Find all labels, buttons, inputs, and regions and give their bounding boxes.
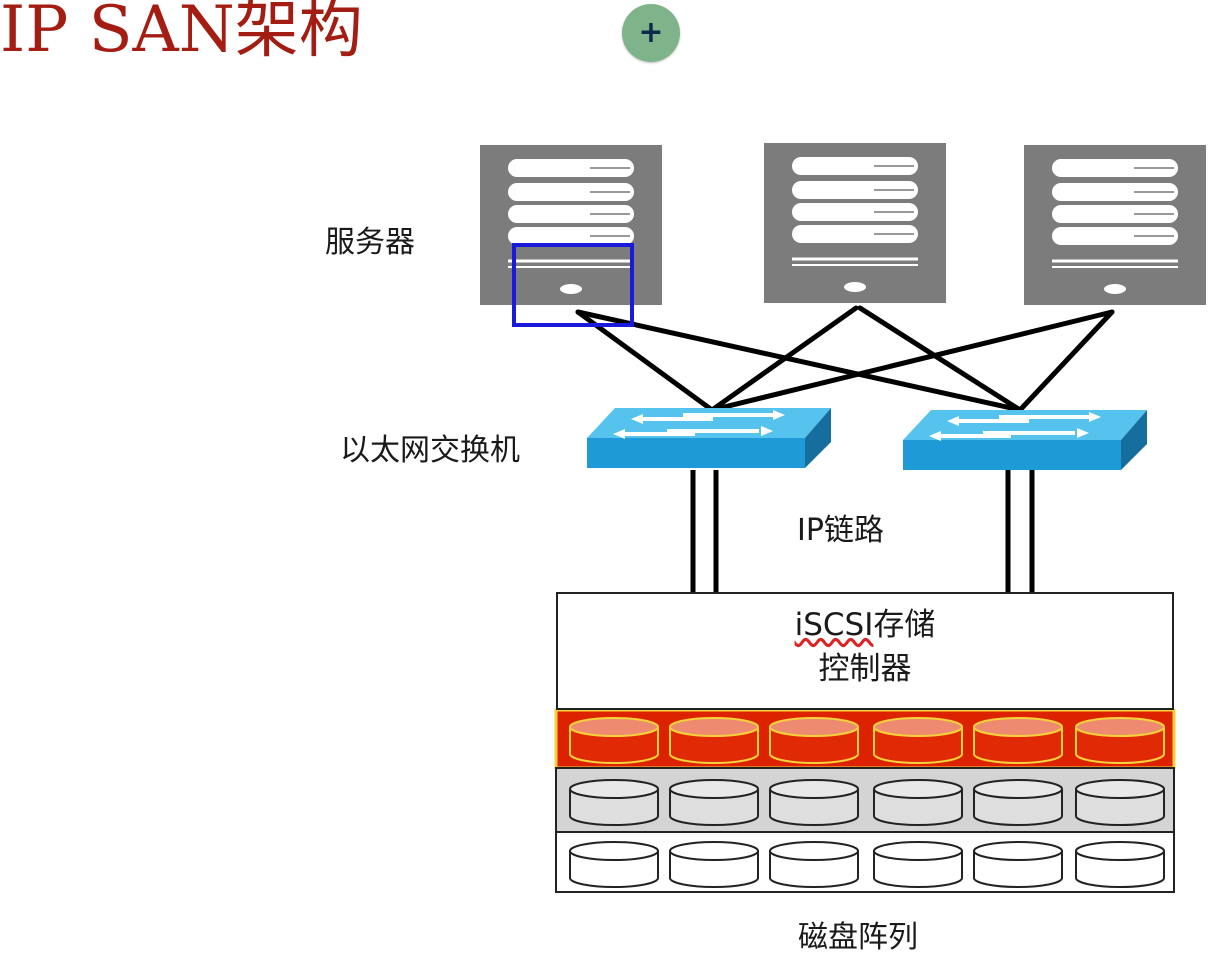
disk-cylinder-icon: [873, 841, 963, 888]
plus-icon: +: [638, 15, 664, 50]
link-server2-switch1: [709, 305, 859, 413]
title-text: IP SAN架构: [0, 0, 363, 67]
disk-cylinder-icon: [873, 779, 963, 826]
link-server2-switch2: [857, 305, 1023, 413]
disk-cylinder-icon: [669, 717, 759, 764]
server-icon: [1022, 143, 1208, 307]
server-icon: [762, 141, 948, 305]
disk-cylinder-icon: [973, 841, 1063, 888]
disk-cylinder-icon: [973, 779, 1063, 826]
add-button[interactable]: +: [622, 4, 680, 62]
disk-cylinder-icon: [1075, 841, 1165, 888]
disk-array-label: 磁盘阵列: [798, 920, 918, 955]
server-icon: [478, 143, 664, 307]
disk-cylinder-icon: [769, 779, 859, 826]
link-server3-switch2: [1017, 309, 1115, 413]
disk-cylinder-icon: [669, 779, 759, 826]
disk-cylinder-icon: [973, 717, 1063, 764]
link-server1-switch1: [575, 309, 715, 413]
disk-cylinder-icon: [569, 717, 659, 764]
controller-name: iSCSI: [794, 607, 874, 643]
disk-cylinder-icon: [569, 841, 659, 888]
network-switch-icon: [901, 408, 1149, 472]
controller-line1: iSCSI存储: [556, 603, 1174, 647]
iscsi-controller-label: iSCSI存储 控制器: [556, 603, 1174, 691]
link-server3-switch1: [709, 309, 1115, 413]
disk-shelf-active: [554, 708, 1176, 770]
switches-label: 以太网交换机: [340, 433, 520, 468]
disk-cylinder-icon: [1075, 779, 1165, 826]
page-title: IP SAN架构: [0, 0, 363, 68]
servers-label: 服务器: [325, 225, 415, 260]
ip-link-label: IP链路: [797, 513, 884, 548]
disk-cylinder-icon: [669, 841, 759, 888]
disk-cylinder-icon: [769, 717, 859, 764]
disk-shelf-gray: [555, 767, 1175, 833]
controller-suffix: 存储: [873, 607, 936, 643]
disk-cylinder-icon: [569, 779, 659, 826]
link-server1-switch2: [575, 309, 1023, 413]
disk-cylinder-icon: [873, 717, 963, 764]
disk-cylinder-icon: [1075, 717, 1165, 764]
controller-line2: 控制器: [818, 651, 912, 687]
selection-box[interactable]: [512, 243, 634, 327]
iscsi-controller: [556, 592, 1174, 710]
disk-shelf-white: [555, 831, 1175, 893]
network-switch-icon: [585, 406, 833, 470]
disk-cylinder-icon: [769, 841, 859, 888]
